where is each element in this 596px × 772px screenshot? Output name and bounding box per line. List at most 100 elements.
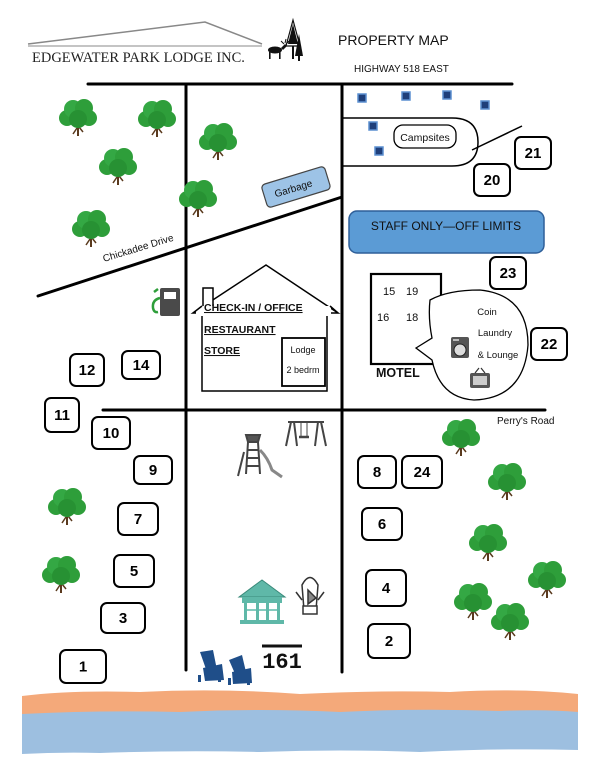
cabin-10: 10 xyxy=(91,416,131,450)
gas-pump-icon xyxy=(151,288,180,316)
cabin-12: 12 xyxy=(69,353,105,387)
cabin-number: 10 xyxy=(103,425,120,442)
campsite-marker xyxy=(357,93,367,103)
cabin-box xyxy=(69,353,105,387)
lake-water xyxy=(22,709,578,754)
cabin-box xyxy=(357,455,397,489)
cabin-number: 9 xyxy=(149,462,157,479)
office-label-checkin: CHECK-IN / OFFICE xyxy=(204,302,303,314)
cabin-21: 21 xyxy=(514,136,552,170)
garbage-area: Garbage xyxy=(261,166,331,208)
chickadee-drive-label: Chickadee Drive xyxy=(102,233,176,265)
cabin-5: 5 xyxy=(113,554,155,588)
cabin-11: 11 xyxy=(44,397,80,433)
tree-icon xyxy=(528,561,566,598)
cabin-number: 21 xyxy=(525,145,542,162)
cabin-number: 4 xyxy=(382,580,391,597)
tree-icon xyxy=(179,180,217,217)
cabin-23: 23 xyxy=(489,256,527,290)
map-title: PROPERTY MAP xyxy=(338,32,449,48)
staff-only-label: STAFF ONLY—OFF LIMITS xyxy=(371,219,521,233)
tree-icon xyxy=(59,99,97,136)
cabin-box xyxy=(100,602,146,634)
laundry-lounge-area: Coin Laundry & Lounge xyxy=(414,289,529,401)
motel-unit-18: 18 xyxy=(406,312,418,324)
moose-icon xyxy=(268,38,290,59)
adirondack-chairs-icon xyxy=(198,650,252,685)
washing-machine-icon xyxy=(451,337,469,358)
lodge-bedrooms-label: 2 bedrm xyxy=(286,365,319,375)
swing-set-icon xyxy=(285,421,327,447)
cabin-2: 2 xyxy=(367,623,411,659)
cabin-number: 14 xyxy=(133,357,150,374)
tree-icon xyxy=(42,556,80,593)
office-building: CHECK-IN / OFFICE RESTAURANT STORE Lodge… xyxy=(190,264,341,392)
tree-icon xyxy=(138,100,176,137)
cabin-box xyxy=(530,327,568,361)
office-label-store: STORE xyxy=(204,345,240,357)
campsites-label: Campsites xyxy=(400,132,450,144)
cabin-4: 4 xyxy=(365,569,407,607)
cabin-box xyxy=(361,507,403,541)
address-sign: 161 xyxy=(262,644,302,675)
cabin-number: 22 xyxy=(541,336,558,353)
cabin-number: 7 xyxy=(134,511,142,528)
cabin-20: 20 xyxy=(473,163,511,197)
cabin-number: 3 xyxy=(119,610,127,627)
address-number: 161 xyxy=(262,650,302,675)
cabin-number: 20 xyxy=(484,172,501,189)
cabin-number: 12 xyxy=(79,362,96,379)
highway-label: HIGHWAY 518 EAST xyxy=(354,64,449,75)
campsite-marker xyxy=(480,100,490,110)
cabin-box xyxy=(365,569,407,607)
cabin-14: 14 xyxy=(121,350,161,380)
lighthouse-icon xyxy=(295,576,325,615)
cabin-9: 9 xyxy=(133,455,173,485)
cabin-box xyxy=(401,455,443,489)
tree-icon xyxy=(72,210,110,247)
cabin-box xyxy=(473,163,511,197)
lodge-unit xyxy=(281,337,326,387)
campsites-label-box xyxy=(393,124,457,149)
motel-unit-16: 16 xyxy=(377,312,389,324)
tree-icon xyxy=(491,603,529,640)
laundry-label-coin: Coin xyxy=(477,307,497,318)
campsite-markers xyxy=(357,90,490,156)
cabin-22: 22 xyxy=(530,327,568,361)
cabin-6: 6 xyxy=(361,507,403,541)
cabin-box xyxy=(367,623,411,659)
office-label-restaurant: RESTAURANT xyxy=(204,324,276,336)
cabin-number: 2 xyxy=(385,633,393,650)
campsites-area: Campsites xyxy=(342,90,523,167)
tree-icon xyxy=(199,123,237,160)
cabin-number: 6 xyxy=(378,516,386,533)
tree-icon xyxy=(454,583,492,620)
gazebo-icon xyxy=(237,579,287,624)
staff-only-area xyxy=(348,210,545,254)
cabin-box xyxy=(113,554,155,588)
motel-unit-19: 19 xyxy=(406,286,418,298)
chickadee-drive-road xyxy=(36,195,344,298)
cabin-box xyxy=(117,502,159,536)
cabin-number: 11 xyxy=(54,407,70,424)
cabin-box xyxy=(133,455,173,485)
perrys-road-label: Perry's Road xyxy=(497,416,555,427)
cabins: 21 20 23 22 12 14 11 10 9 7 5 3 18 24 6 4 2 xyxy=(44,136,568,684)
tree-icon xyxy=(469,524,507,561)
tree-icon xyxy=(99,148,137,185)
laundry-label-lounge: & Lounge xyxy=(478,350,519,361)
cabin-24: 24 xyxy=(401,455,443,489)
lodge-label: Lodge xyxy=(290,345,315,355)
tree-icon xyxy=(442,419,480,456)
company-logo: EDGEWATER PARK LODGE INC. xyxy=(27,17,303,66)
cabin-number: 23 xyxy=(500,265,517,282)
cabin-1: 1 xyxy=(59,649,107,684)
cabin-number: 24 xyxy=(414,464,431,481)
playground-slide-icon xyxy=(237,434,283,479)
cabin-number: 1 xyxy=(79,659,87,676)
pine-tree-icon xyxy=(285,17,303,61)
cabin-box xyxy=(91,416,131,450)
cabin-box xyxy=(514,136,552,170)
cabin-box xyxy=(489,256,527,290)
